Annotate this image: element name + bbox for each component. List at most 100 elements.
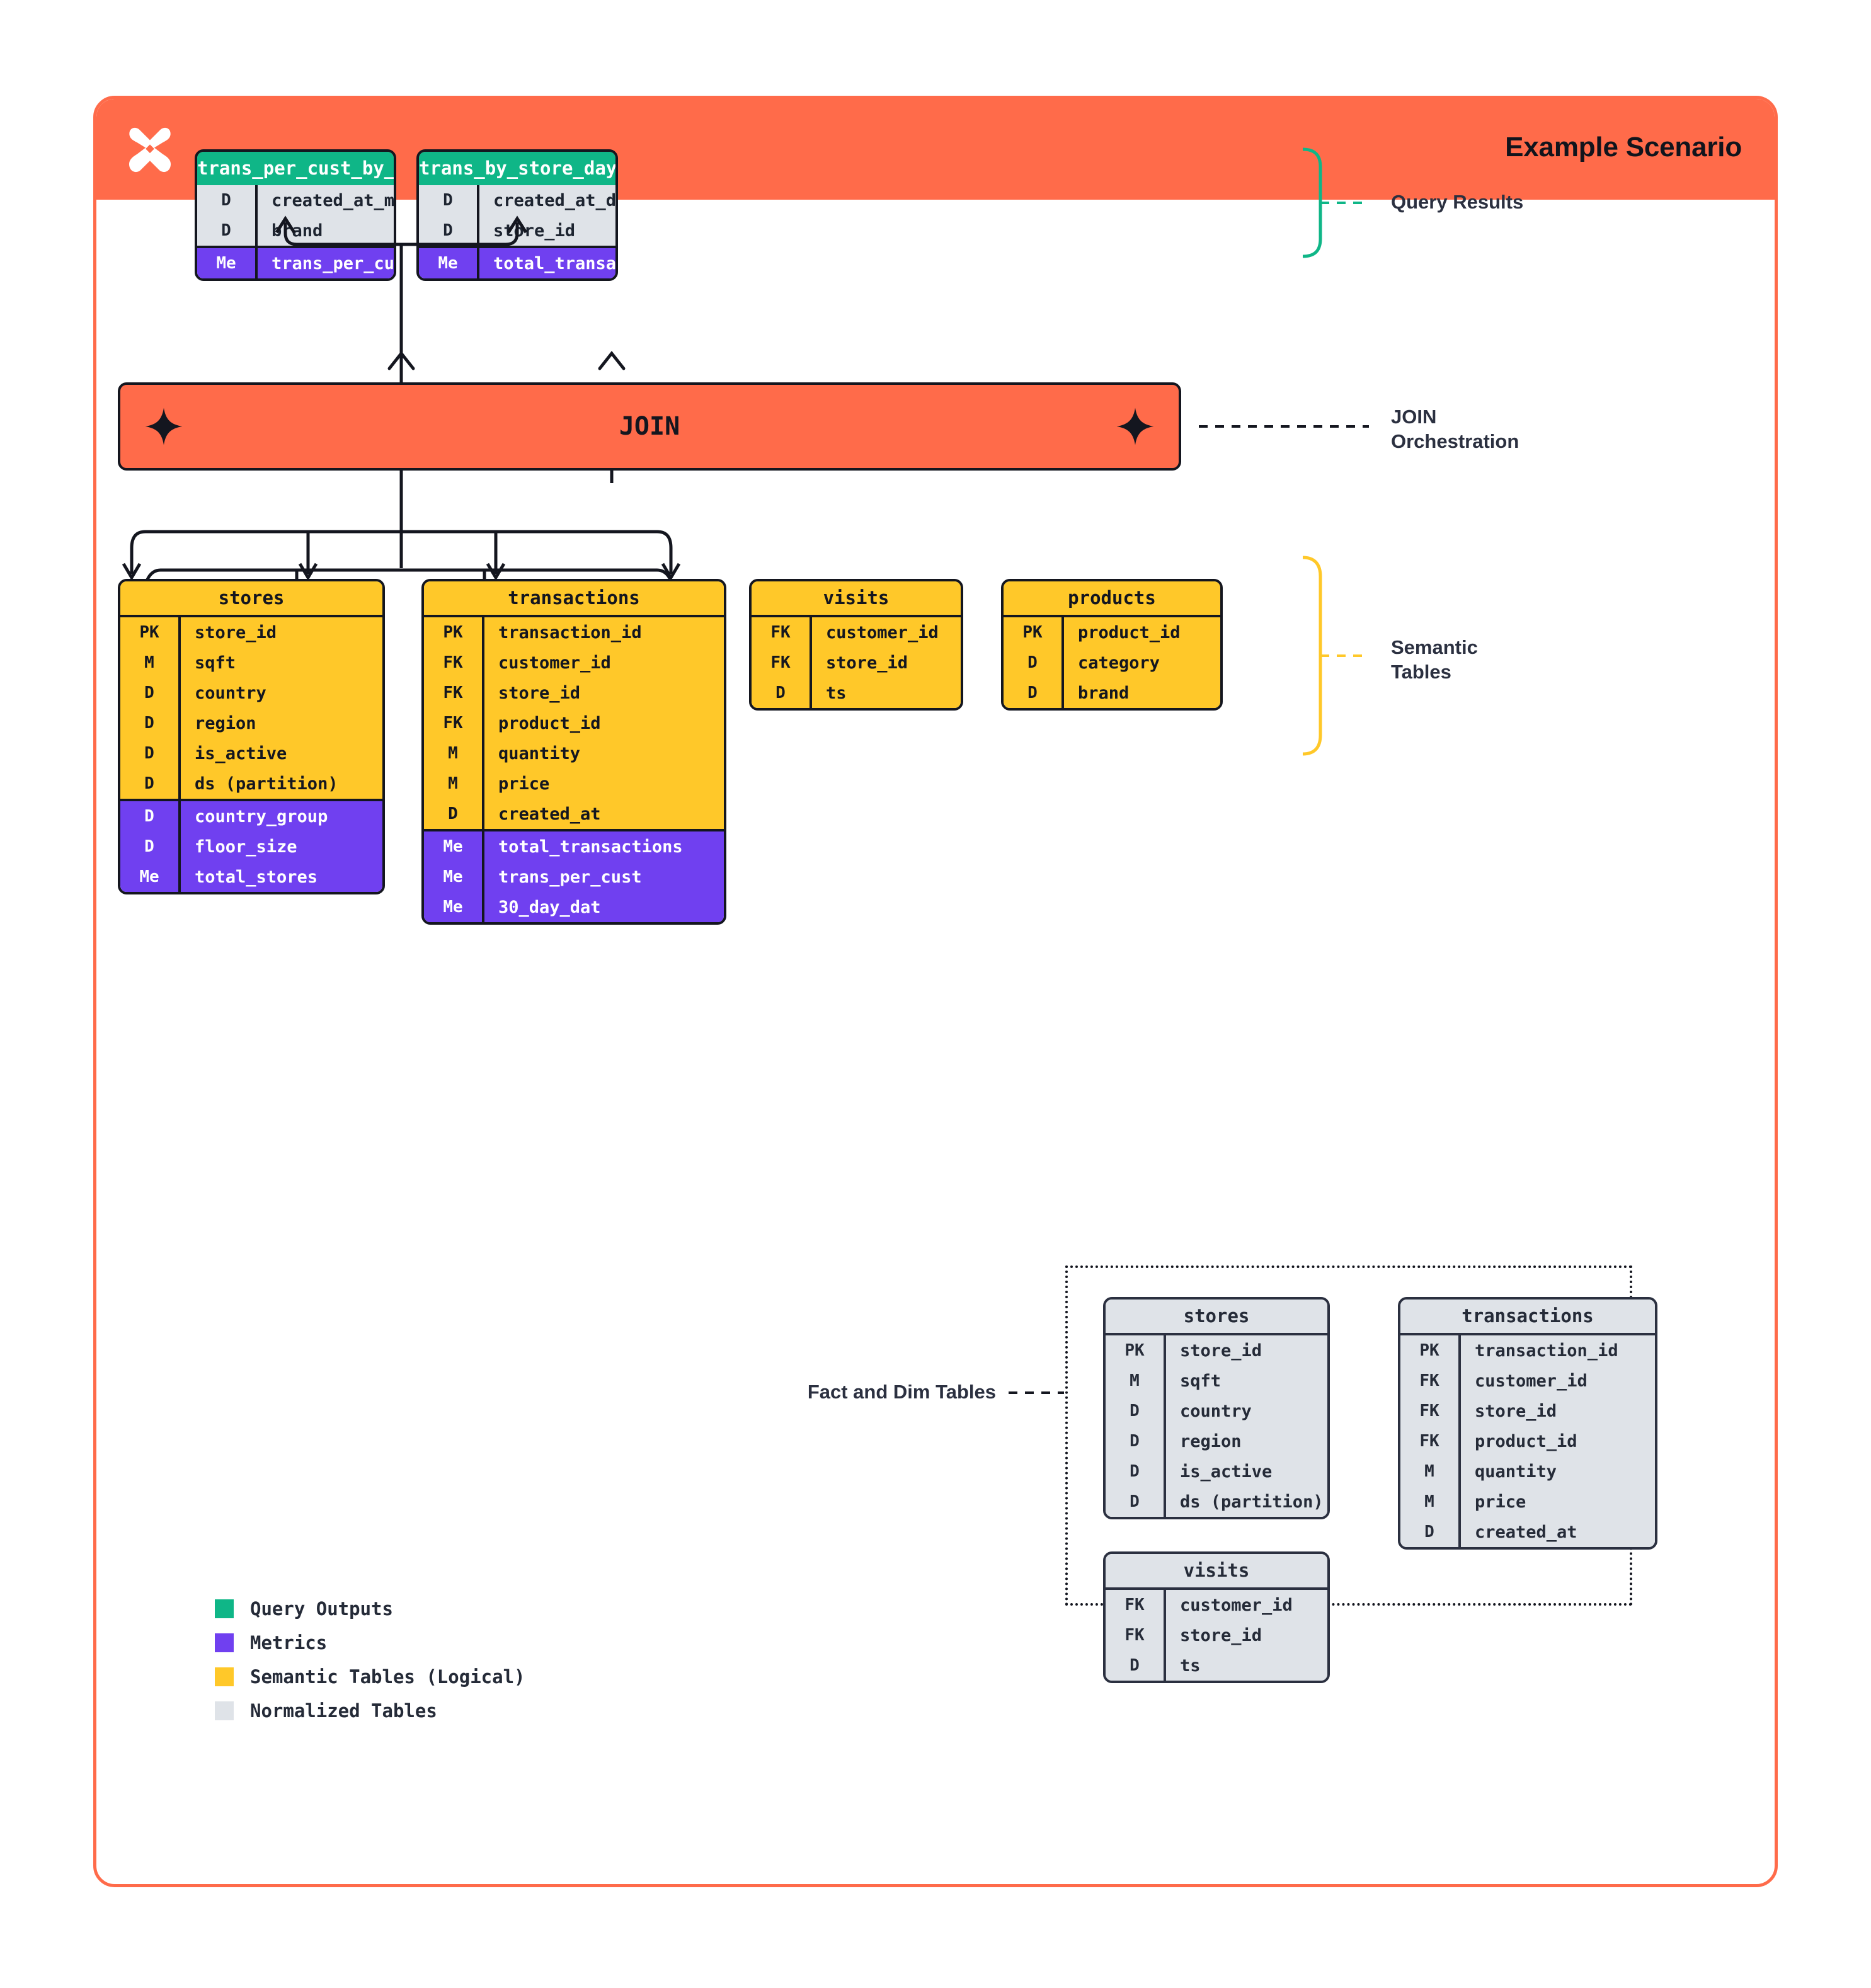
row-key: M	[1424, 1492, 1434, 1512]
row-key: M	[448, 744, 458, 763]
table-header: transactions	[1400, 1300, 1655, 1334]
row-key: D	[443, 191, 453, 210]
row-key: M	[1130, 1371, 1140, 1391]
row-key: Me	[438, 254, 458, 273]
row-value: store_id	[1458, 1396, 1655, 1427]
row-value: total_stores	[178, 862, 382, 893]
annotation-query-results: Query Results	[1391, 191, 1524, 213]
legend-item-query-outputs: Query Outputs	[215, 1592, 525, 1626]
row-value: price	[1458, 1487, 1655, 1517]
row-key: D	[1027, 683, 1038, 703]
row-key: PK	[1022, 623, 1043, 643]
row-key: D	[144, 744, 154, 763]
row-key: PK	[443, 623, 463, 643]
row-value: total_transactions	[477, 248, 615, 279]
row-value: product_id	[1061, 617, 1220, 648]
row-value: store_id	[477, 215, 615, 246]
join-orchestration-bar[interactable]: JOIN	[118, 382, 1181, 471]
table-header: stores	[120, 581, 382, 615]
row-value: transaction_id	[482, 617, 724, 648]
row-value: brand	[255, 215, 394, 246]
legend-label: Normalized Tables	[250, 1700, 437, 1722]
row-key: Me	[443, 867, 463, 887]
row-key: FK	[770, 653, 791, 673]
annotation-semantic-tables: Semantic Tables	[1391, 636, 1478, 685]
legend-label: Metrics	[250, 1632, 328, 1654]
row-value: total_transactions	[482, 831, 724, 862]
row-value: country	[1164, 1396, 1327, 1427]
row-key: PK	[1419, 1341, 1439, 1361]
row-value: sqft	[1164, 1366, 1327, 1397]
row-key: D	[1130, 1656, 1140, 1676]
row-value: region	[178, 708, 382, 739]
row-key: D	[1027, 653, 1038, 673]
legend-swatch-metrics	[215, 1633, 234, 1652]
row-key: D	[221, 191, 231, 210]
row-key: FK	[1124, 1596, 1145, 1615]
row-key: D	[1130, 1462, 1140, 1482]
row-key: M	[448, 774, 458, 794]
row-key: Me	[139, 867, 159, 887]
row-value: quantity	[1458, 1456, 1655, 1487]
row-value: ds (partition)	[1164, 1487, 1327, 1517]
row-value: store_id	[1164, 1335, 1327, 1366]
table-header: trans_by_store_day	[419, 152, 615, 186]
row-key: D	[221, 221, 231, 241]
row-key: D	[1130, 1402, 1140, 1421]
sparkle-icon	[1116, 408, 1154, 445]
annotation-line-1: Semantic	[1391, 636, 1478, 658]
row-key: D	[1424, 1522, 1434, 1542]
join-label: JOIN	[619, 412, 680, 441]
row-key: FK	[1419, 1402, 1439, 1421]
row-value: store_id	[810, 648, 961, 678]
row-key: FK	[1419, 1371, 1439, 1391]
row-key: D	[144, 807, 154, 826]
legend-swatch-normalized-tables	[215, 1701, 234, 1720]
row-key: D	[1130, 1432, 1140, 1451]
row-value: transaction_id	[1458, 1335, 1655, 1366]
annotation-line-1: JOIN	[1391, 406, 1437, 428]
table-header: stores	[1106, 1300, 1327, 1334]
row-key: FK	[1419, 1432, 1439, 1451]
row-value: category	[1061, 648, 1220, 678]
row-key: D	[144, 683, 154, 703]
row-key: M	[1424, 1462, 1434, 1482]
legend-label: Query Outputs	[250, 1598, 393, 1620]
row-key: M	[144, 653, 154, 673]
row-key: Me	[443, 837, 463, 857]
row-value: sqft	[178, 648, 382, 678]
row-value: product_id	[482, 708, 724, 739]
row-value: created_at_month	[255, 185, 394, 216]
row-key: PK	[1124, 1341, 1145, 1361]
query-table-trans-per-cust-by-brand-month[interactable]: trans_per_cust_by_brand_month Dcreated_a…	[195, 149, 396, 282]
row-value: created_at	[482, 799, 724, 830]
row-key: D	[144, 774, 154, 794]
row-value: created_at	[1458, 1517, 1655, 1548]
legend-item-semantic-tables: Semantic Tables (Logical)	[215, 1660, 525, 1694]
row-key: PK	[139, 623, 159, 643]
row-key: D	[144, 837, 154, 857]
row-key: FK	[770, 623, 791, 643]
row-value: price	[482, 768, 724, 799]
butterfly-x-logo-icon	[129, 127, 171, 173]
page-title: Example Scenario	[1505, 132, 1742, 163]
annotation-line-2: Orchestration	[1391, 430, 1519, 452]
row-value: trans_per_cust	[482, 862, 724, 893]
row-value: floor_size	[178, 831, 382, 862]
row-value: customer_id	[810, 617, 961, 648]
